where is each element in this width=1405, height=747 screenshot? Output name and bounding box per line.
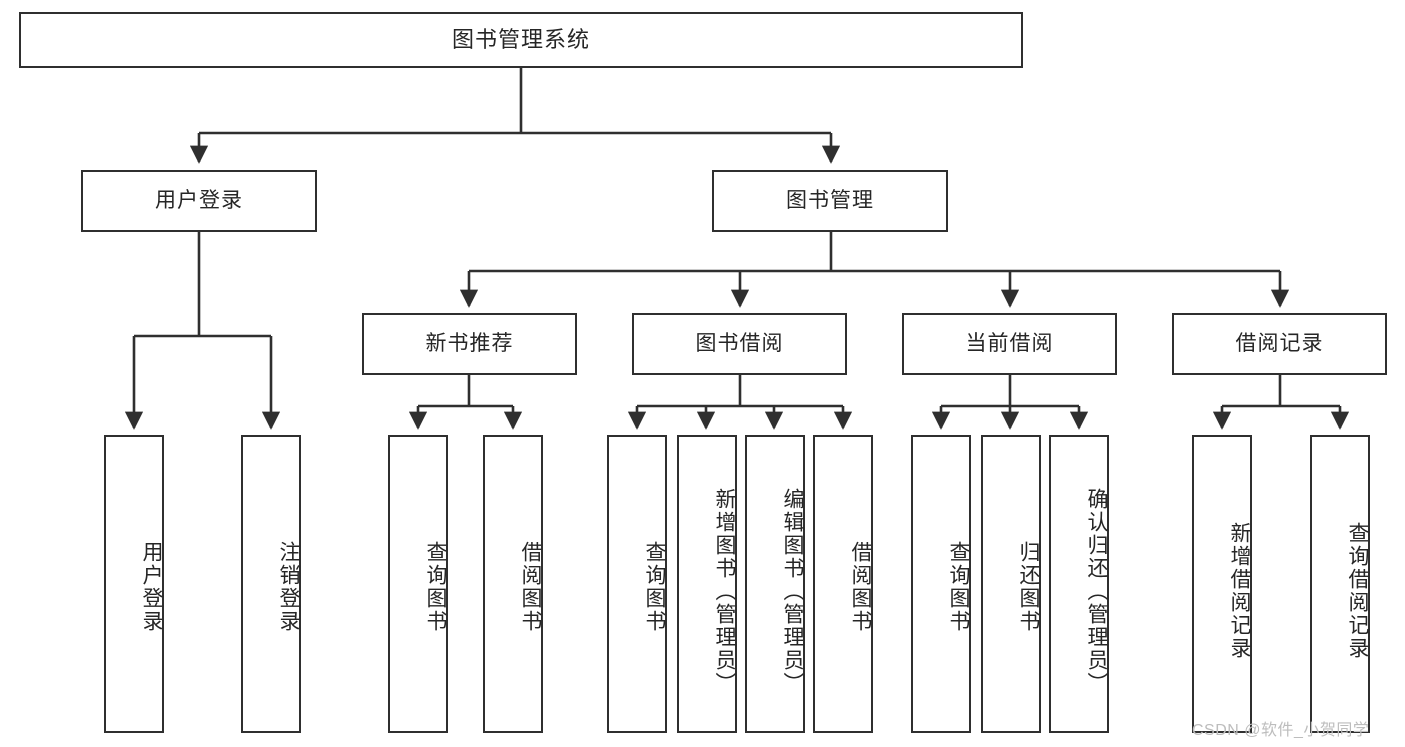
node-leaf-edit-book-admin[interactable]: 编辑图书（管理员） [745, 435, 805, 733]
watermark: CSDN @软件_小贺同学 [1192, 722, 1370, 739]
node-label: 新增图书（管理员） [713, 487, 736, 695]
node-leaf-add-borrow-record[interactable]: 新增借阅记录 [1192, 435, 1252, 733]
node-label: 用户登录 [140, 541, 163, 633]
node-label: 借阅图书 [849, 541, 872, 633]
node-book-management-system[interactable]: 图书管理系统 [19, 12, 1023, 68]
node-label: 图书借阅 [695, 332, 784, 356]
node-label: 用户登录 [155, 189, 243, 213]
node-leaf-borrow-book-recommend[interactable]: 借阅图书 [483, 435, 543, 733]
node-label: 新增借阅记录 [1228, 522, 1251, 660]
node-label: 新书推荐 [425, 332, 514, 356]
node-label: 归还图书 [1017, 541, 1040, 633]
node-leaf-user-login[interactable]: 用户登录 [104, 435, 164, 733]
node-new-book-recommend[interactable]: 新书推荐 [362, 313, 577, 375]
node-book-management[interactable]: 图书管理 [712, 170, 948, 232]
node-user-login[interactable]: 用户登录 [81, 170, 317, 232]
node-book-borrow[interactable]: 图书借阅 [632, 313, 847, 375]
node-leaf-query-book-current[interactable]: 查询图书 [911, 435, 971, 733]
node-label: 编辑图书（管理员） [781, 487, 804, 695]
node-leaf-borrow-book[interactable]: 借阅图书 [813, 435, 873, 733]
node-label: 借阅记录 [1235, 332, 1324, 356]
node-current-borrow[interactable]: 当前借阅 [902, 313, 1117, 375]
node-leaf-query-book-recommend[interactable]: 查询图书 [388, 435, 448, 733]
node-label: 确认归还（管理员） [1085, 487, 1108, 695]
node-leaf-query-borrow-record[interactable]: 查询借阅记录 [1310, 435, 1370, 733]
node-label: 查询图书 [424, 541, 447, 633]
node-label: 查询借阅记录 [1346, 522, 1369, 660]
node-label: 查询图书 [643, 541, 666, 633]
node-label: 借阅图书 [519, 541, 542, 633]
node-label: 图书管理 [786, 189, 874, 213]
node-leaf-logout[interactable]: 注销登录 [241, 435, 301, 733]
node-label: 注销登录 [277, 541, 300, 633]
node-leaf-add-book-admin[interactable]: 新增图书（管理员） [677, 435, 737, 733]
node-label: 图书管理系统 [451, 26, 590, 52]
node-leaf-confirm-return-admin[interactable]: 确认归还（管理员） [1049, 435, 1109, 733]
node-leaf-query-book-borrow[interactable]: 查询图书 [607, 435, 667, 733]
node-label: 当前借阅 [965, 332, 1054, 356]
node-borrow-record[interactable]: 借阅记录 [1172, 313, 1387, 375]
node-label: 查询图书 [947, 541, 970, 633]
node-leaf-return-book[interactable]: 归还图书 [981, 435, 1041, 733]
